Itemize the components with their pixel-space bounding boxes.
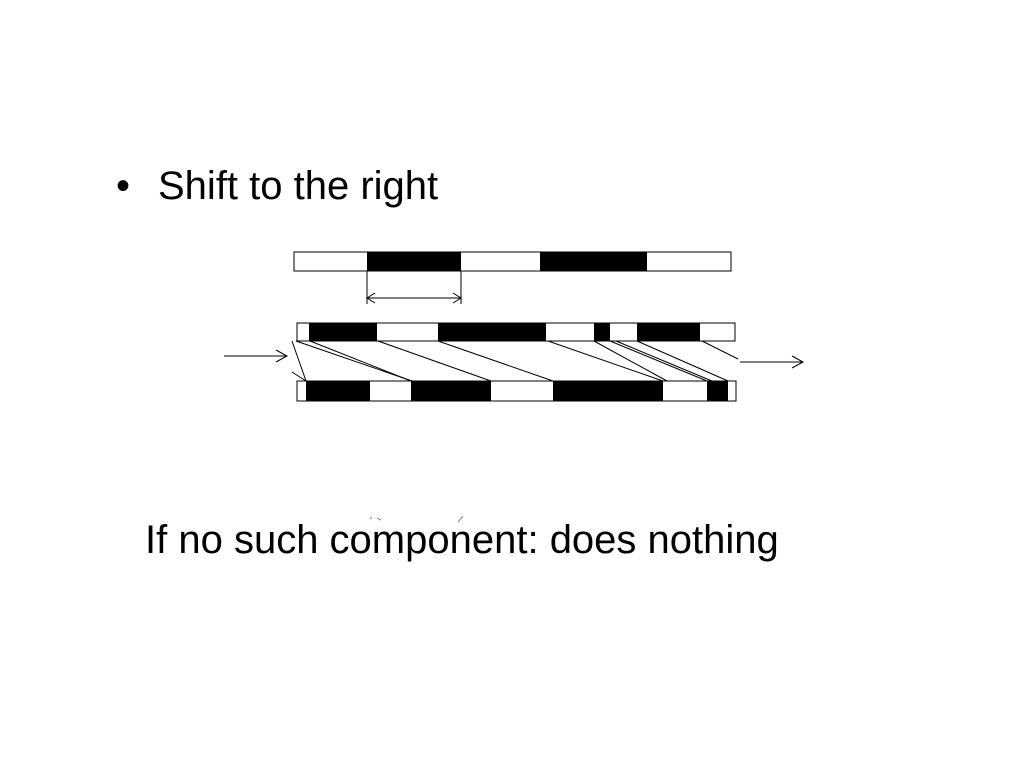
middle-bar-segment xyxy=(594,323,610,341)
middle-bar-segment xyxy=(637,323,700,341)
bottom-bar-segment xyxy=(411,381,491,401)
caption-text: If no such component: does nothing xyxy=(145,518,779,562)
bottom-bar-segment xyxy=(306,381,370,401)
bottom-bar-segment xyxy=(707,381,728,401)
top-bar-frame xyxy=(293,251,732,272)
width-arrow xyxy=(366,271,462,304)
middle-bar xyxy=(296,322,736,342)
top-bar xyxy=(293,251,732,272)
bottom-bar xyxy=(296,380,737,402)
top-bar-segment xyxy=(540,252,647,271)
input-arrow xyxy=(224,349,289,363)
stray-marks xyxy=(369,515,464,523)
middle-bar-segment xyxy=(438,323,546,341)
bullet-text: Shift to the right xyxy=(158,164,439,208)
bottom-bar-segment xyxy=(553,381,663,401)
bullet-item: • Shift to the right xyxy=(116,160,438,212)
shift-lines xyxy=(291,340,739,382)
bullet-icon: • xyxy=(116,164,131,208)
output-arrow xyxy=(740,355,805,369)
middle-bar-segment xyxy=(309,323,377,341)
top-bar-segment xyxy=(367,252,461,271)
